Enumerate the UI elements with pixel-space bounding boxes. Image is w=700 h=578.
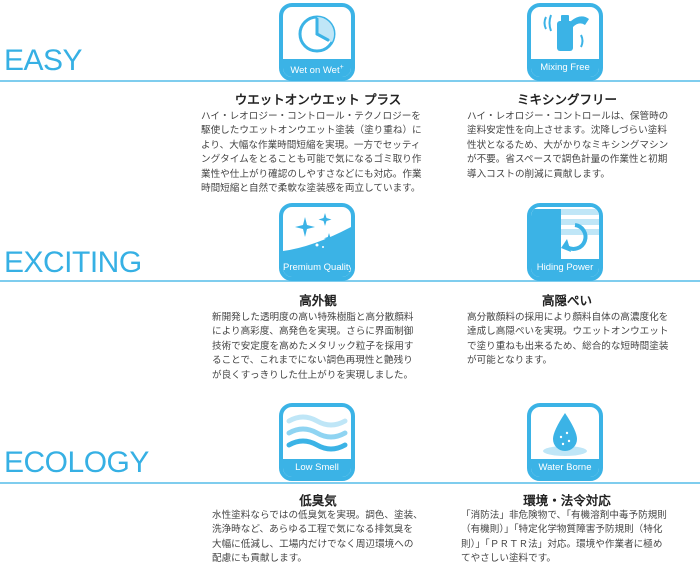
badge-caption: Low Smell bbox=[283, 459, 351, 477]
water-borne-badge: Water Borne bbox=[527, 403, 603, 481]
premium-quality-badge: Premium Quality bbox=[279, 203, 355, 281]
feature-title: ウエットオンウエット プラス bbox=[234, 92, 402, 107]
badge-caption: Wet on Wet+ bbox=[283, 59, 351, 77]
feature-description: ハイ・レオロジー・コントロールは、保管時の塗料安定性を向上させます。沈降しづらい… bbox=[467, 111, 669, 180]
section-divider bbox=[0, 482, 700, 484]
feature-title: 高隠ぺい bbox=[541, 293, 592, 308]
section-label-exciting: EXCITING bbox=[4, 246, 142, 279]
feature-description: 「消防法」非危険物で、「有機溶剤中毒予防規則（有機則）」「特定化学物質障害予防規… bbox=[461, 510, 667, 565]
feature-description: 水性塗料ならではの低臭気を実現。調色、塗装、洗浄時など、あらゆる工程で気になる排… bbox=[212, 510, 423, 565]
feature-description: 新開発した透明度の高い特殊樹脂と高分散顔料により高彩度、高発色を実現。さらに界面… bbox=[212, 312, 414, 381]
mixing-free-badge: Mixing Free bbox=[527, 3, 603, 81]
low-smell-waves-icon bbox=[286, 414, 348, 452]
feature-description: ハイ・レオロジー・コントロール・テクノロジーを駆使したウエットオンウエット塗装（… bbox=[201, 111, 422, 195]
sparkle-icon bbox=[283, 213, 351, 259]
section-label-easy: EASY bbox=[4, 44, 83, 77]
feature-description: 高分散顔料の採用により顔料自体の高濃度化を達成し高隠ぺいを実現。ウエットオンウエ… bbox=[467, 312, 669, 367]
feature-title: ミキシングフリー bbox=[516, 92, 617, 107]
clock-icon bbox=[298, 15, 336, 53]
feature-title: 高外観 bbox=[299, 293, 337, 308]
badge-caption: Mixing Free bbox=[531, 59, 599, 77]
section-divider bbox=[0, 280, 700, 282]
badge-caption: Hiding Power bbox=[531, 259, 599, 277]
hiding-power-badge: Hiding Power bbox=[527, 203, 603, 281]
feature-title: 低臭気 bbox=[299, 493, 337, 508]
hiding-arrow-icon bbox=[531, 207, 599, 259]
water-drop-icon bbox=[543, 413, 587, 456]
badge-caption: Water Borne bbox=[531, 459, 599, 477]
section-divider bbox=[0, 80, 700, 82]
low-smell-badge: Low Smell bbox=[279, 403, 355, 481]
badge-caption: Premium Quality bbox=[283, 259, 351, 277]
wet-on-wet-badge: Wet on Wet+ bbox=[279, 3, 355, 81]
shaking-can-icon bbox=[543, 14, 589, 51]
feature-title: 環境・法令対応 bbox=[523, 493, 611, 508]
section-label-ecology: ECOLOGY bbox=[4, 446, 149, 479]
